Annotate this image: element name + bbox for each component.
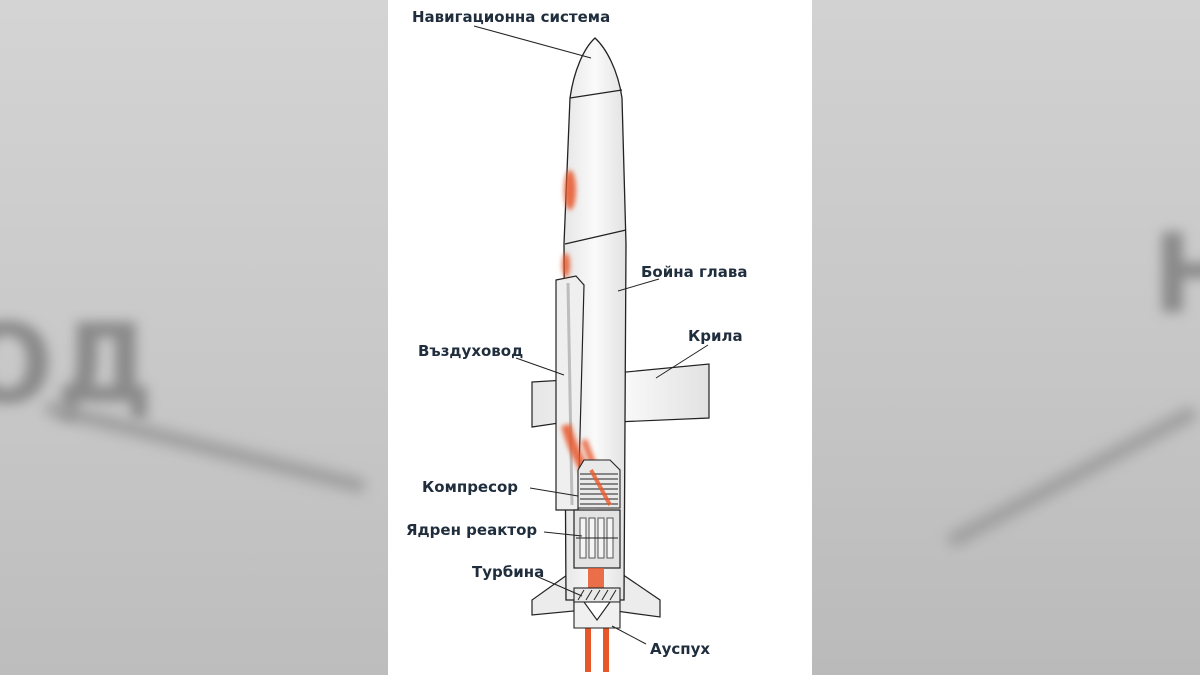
blurred-background-text-right: Н <box>1152 210 1200 338</box>
nuclear-reactor <box>573 509 621 569</box>
blurred-background-left: ОД <box>0 0 390 675</box>
compressor <box>577 459 621 509</box>
warhead-seam <box>564 229 627 245</box>
blurred-background-text-left: ОД <box>0 300 156 428</box>
label-warhead: Бойна глава <box>641 263 748 281</box>
air-duct-inner <box>566 282 574 506</box>
blurred-background-streak <box>43 400 367 494</box>
nose-cone-seam <box>569 89 623 99</box>
leader-lines <box>473 25 709 645</box>
exhaust-nozzle <box>573 601 621 629</box>
blurred-background-right: Н <box>812 0 1200 675</box>
label-air-duct: Въздуховод <box>418 342 524 360</box>
label-turbine: Турбина <box>472 563 545 581</box>
label-navigation-system: Навигационна система <box>412 8 611 26</box>
missile-diagram <box>473 25 710 672</box>
exhaust-stream <box>585 622 609 672</box>
label-wings: Крила <box>688 327 743 345</box>
blurred-background-streak <box>945 405 1199 549</box>
turbine <box>573 568 621 603</box>
label-compressor: Компресор <box>422 478 519 496</box>
missile-diagram-panel: Навигационна система Бойна глава Въздухо… <box>388 0 812 675</box>
label-exhaust: Ауспух <box>650 640 711 658</box>
label-nuclear-reactor: Ядрен реактор <box>406 521 538 539</box>
